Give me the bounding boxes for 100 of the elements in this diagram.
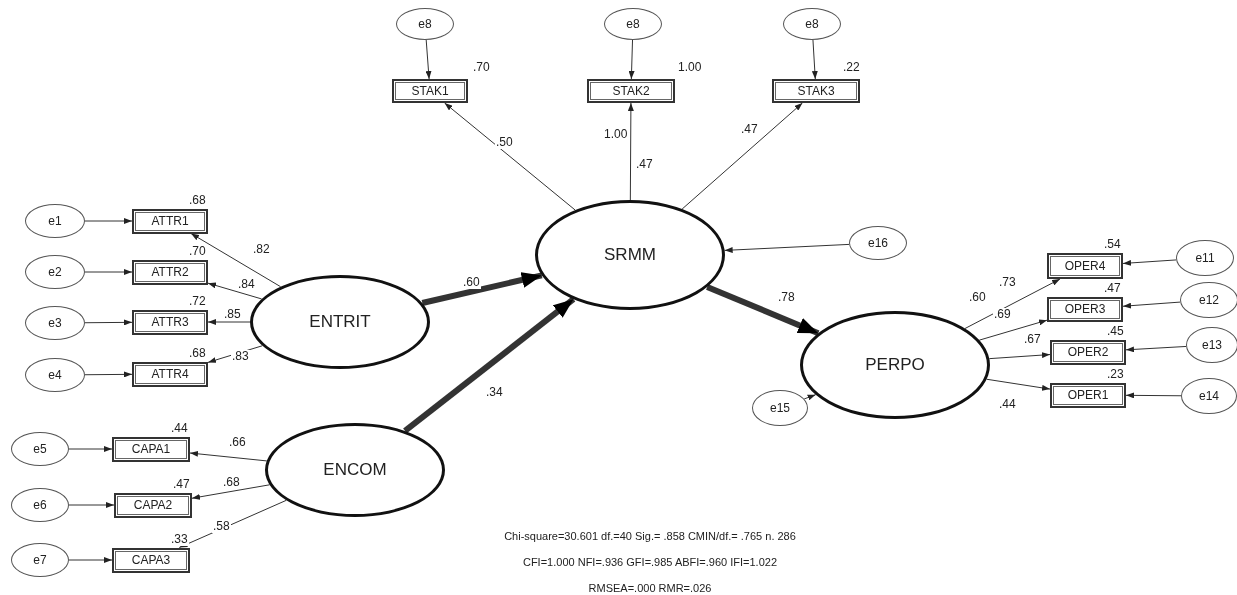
variable-name: OPER1 [1067,388,1109,402]
edge-label: .47 [635,158,654,171]
arrow [1122,259,1177,266]
variable-name: CAPA2 [133,498,173,512]
variable-name: e15 [770,401,790,415]
squared-correlation: .70 [188,244,207,258]
variable-name: ENTRIT [309,312,371,332]
variable-name: e11 [1195,251,1215,265]
arrow [68,557,113,563]
variable-name: OPER3 [1064,302,1106,316]
variable-name: e2 [48,265,62,279]
squared-correlation: .54 [1103,238,1122,251]
arrow [84,218,133,224]
squared-correlation: .45 [1106,324,1125,338]
edge-label: .47 [740,123,759,136]
variable-name: e3 [48,316,62,330]
squared-correlation: .23 [1106,367,1125,381]
indicator-box [132,361,208,387]
variable-name: e5 [33,442,47,456]
indicator-box [1050,339,1126,365]
arrow [207,282,263,300]
error-ellipse [849,226,907,260]
arrow [1122,301,1181,309]
variable-name: e12 [1199,293,1219,307]
variable-name: e8 [626,17,640,31]
squared-correlation: .68 [188,346,207,360]
variable-name: CAPA3 [131,553,171,567]
edge-label: .82 [252,243,271,256]
variable-name: e1 [48,214,62,228]
variable-name: SRMM [604,245,656,265]
edge-label: .83 [231,350,250,363]
squared-correlation: .72 [188,294,207,308]
path-coefficient: 1.00 [603,128,629,141]
arrow [178,499,287,548]
variable-name: ATTR1 [151,214,189,228]
edge-label: .66 [228,436,247,449]
variable-name: e7 [33,553,47,567]
error-ellipse [25,204,85,238]
arrow [964,278,1061,329]
edge-label: .60 [462,276,481,289]
arrow [189,450,268,462]
indicator-box [587,79,675,103]
arrow [68,502,115,508]
edge-label: .58 [212,520,231,533]
error-ellipse [783,8,841,40]
squared-correlation: .33 [170,532,189,546]
variable-name: e4 [48,368,62,382]
variable-name: OPER4 [1064,259,1106,273]
variable-name: ATTR4 [151,367,189,381]
indicator-box [1047,296,1123,322]
error-ellipse [1186,327,1237,363]
arrow [207,319,251,325]
variable-name: CAPA1 [131,442,171,456]
indicator-box [114,492,192,518]
indicator-box [132,208,208,234]
indicator-box [112,436,190,462]
variable-name: e8 [418,17,432,31]
fit-statistics: CFI=1.000 NFI=.936 GFI=.985 ABFI=.960 IFI=1.022 [522,556,778,568]
arrow [811,39,818,80]
arrow [627,102,634,201]
squared-correlation: .47 [1103,281,1122,295]
squared-correlation: .60 [968,291,987,304]
variable-name: STAK3 [797,84,835,98]
edge-label: .50 [495,136,514,149]
edge-label: .34 [485,386,504,399]
edge-label: .44 [998,398,1017,411]
error-ellipse [752,390,808,426]
squared-correlation: .70 [472,61,491,74]
arrow [190,233,282,288]
squared-correlation: .68 [188,193,207,207]
variable-name: ATTR3 [151,315,189,329]
indicator-box [112,547,190,573]
edge-label: .85 [223,308,242,321]
edge-label: .78 [777,291,796,304]
variable-name: PERPO [865,355,925,375]
arrow [724,243,850,254]
indicator-box [132,309,208,335]
variable-name: e14 [1199,389,1219,403]
error-ellipse [25,358,85,392]
error-ellipse [11,488,69,522]
fit-statistics: RMSEA=.000 RMR=.026 [588,582,712,594]
arrow [803,394,817,401]
variable-name: e13 [1202,338,1222,352]
error-ellipse [1180,282,1237,318]
indicator-box [132,259,208,285]
arrow [706,284,820,336]
arrow [1125,392,1182,399]
edge-label: .69 [993,308,1012,321]
variable-name: e8 [805,17,819,31]
arrow [84,269,133,275]
indicator-box [1050,382,1126,408]
variable-name: STAK2 [612,84,650,98]
arrow [978,319,1048,341]
variable-name: ENCOM [323,460,387,480]
variable-name: e16 [868,236,888,250]
squared-correlation: .47 [172,477,191,491]
arrow [1125,345,1187,353]
error-ellipse [1181,378,1237,414]
arrow [68,446,113,452]
indicator-box [772,79,860,103]
